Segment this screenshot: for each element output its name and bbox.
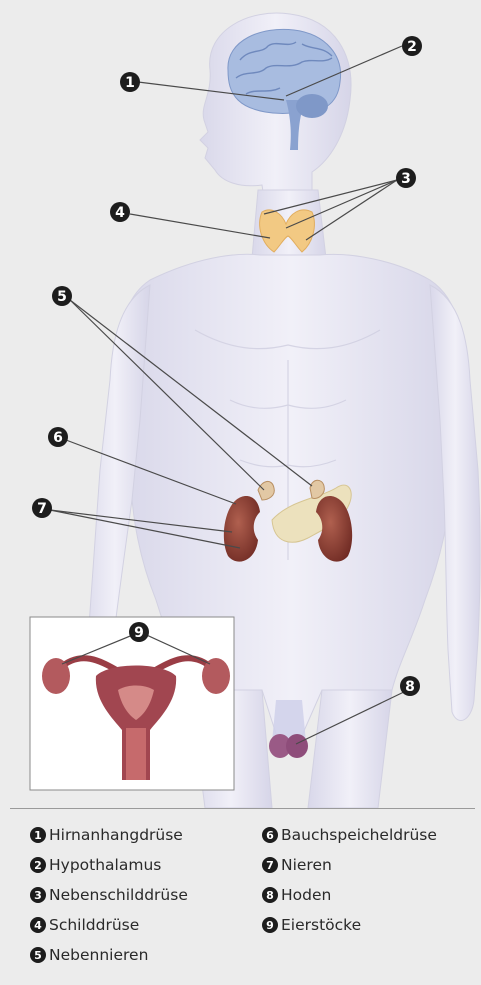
legend-label: Hoden	[281, 886, 331, 904]
legend-number: 4	[30, 917, 46, 933]
legend-item-5: 5 Nebennieren	[30, 946, 148, 964]
legend-number: 1	[30, 827, 46, 843]
legend-label: Schilddrüse	[49, 916, 139, 934]
legend-item-8: 8 Hoden	[262, 886, 331, 904]
svg-text:6: 6	[53, 430, 63, 446]
marker-7: 7	[32, 498, 52, 518]
legend-number: 8	[262, 887, 278, 903]
marker-4: 4	[110, 202, 130, 222]
legend-item-1: 1 Hirnanhangdrüse	[30, 826, 183, 844]
legend: 1 Hirnanhangdrüse 2 Hypothalamus 3 Neben…	[0, 808, 481, 985]
marker-5: 5	[52, 286, 72, 306]
marker-8: 8	[400, 676, 420, 696]
marker-2: 2	[402, 36, 422, 56]
svg-text:8: 8	[405, 679, 415, 695]
svg-text:2: 2	[407, 39, 417, 55]
marker-1: 1	[120, 72, 140, 92]
legend-label: Bauchspeicheldrüse	[281, 826, 437, 844]
legend-item-7: 7 Nieren	[262, 856, 332, 874]
legend-number: 9	[262, 917, 278, 933]
marker-3: 3	[396, 168, 416, 188]
svg-text:3: 3	[401, 171, 411, 187]
legend-item-2: 2 Hypothalamus	[30, 856, 161, 874]
legend-label: Nebenschilddrüse	[49, 886, 188, 904]
svg-text:9: 9	[134, 625, 144, 641]
legend-item-3: 3 Nebenschilddrüse	[30, 886, 188, 904]
legend-label: Eierstöcke	[281, 916, 361, 934]
marker-6: 6	[48, 427, 68, 447]
legend-item-4: 4 Schilddrüse	[30, 916, 139, 934]
legend-divider	[10, 808, 475, 809]
legend-number: 6	[262, 827, 278, 843]
legend-item-9: 9 Eierstöcke	[262, 916, 361, 934]
legend-label: Hirnanhangdrüse	[49, 826, 183, 844]
svg-text:4: 4	[115, 205, 125, 221]
legend-label: Hypothalamus	[49, 856, 161, 874]
marker-9: 9	[129, 622, 149, 642]
legend-number: 3	[30, 887, 46, 903]
svg-text:5: 5	[57, 289, 67, 305]
legend-item-6: 6 Bauchspeicheldrüse	[262, 826, 437, 844]
inset-female-organs	[30, 617, 234, 790]
legend-number: 7	[262, 857, 278, 873]
legend-label: Nebennieren	[49, 946, 148, 964]
svg-text:1: 1	[125, 75, 135, 91]
anatomy-figure: 1 2 3 4 5 6 7 8	[0, 0, 481, 808]
legend-label: Nieren	[281, 856, 332, 874]
legend-number: 5	[30, 947, 46, 963]
legend-number: 2	[30, 857, 46, 873]
svg-text:7: 7	[37, 501, 47, 517]
